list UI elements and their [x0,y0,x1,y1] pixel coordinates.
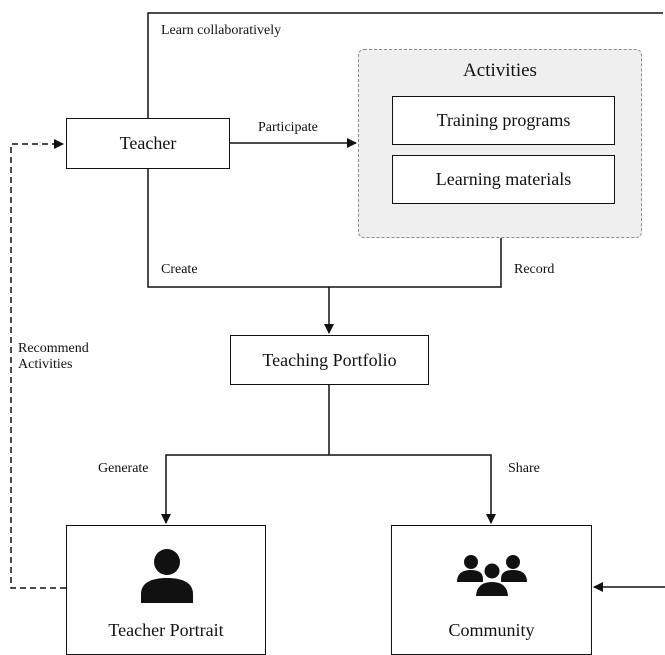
label-generate: Generate [98,461,149,476]
community-label: Community [448,620,535,640]
teaching-portfolio-node: Teaching Portfolio [230,335,429,385]
teacher-label: Teacher [119,133,177,153]
label-participate: Participate [258,120,318,135]
activities-title: Activities [463,60,537,81]
label-recommend-activities: Recommend Activities [18,341,89,373]
label-learn-collaboratively: Learn collaboratively [161,23,282,38]
user-icon [141,549,193,603]
create-line [147,169,502,288]
learning-materials-label: Learning materials [435,169,572,189]
learn-collaboratively-line [147,12,663,118]
label-record: Record [514,262,555,277]
training-programs-label: Training programs [436,110,571,130]
learning-materials-node: Learning materials [392,155,615,204]
teacher-portrait-label: Teacher Portrait [108,620,224,640]
label-recommend-line-2: Activities [18,357,73,373]
share-arrow [329,454,496,524]
label-share: Share [508,461,540,476]
users-group-icon [457,555,527,598]
teaching-portfolio-label: Teaching Portfolio [262,349,397,370]
label-create: Create [161,262,198,277]
training-programs-node: Training programs [392,96,615,145]
label-recommend-line-1: Recommend [18,341,89,356]
teacher-node: Teacher [66,118,230,169]
recommend-dashed-arrow [10,139,66,589]
teacher-portrait-node: Teacher Portrait [66,525,266,655]
community-node: Community [391,525,592,655]
generate-arrow [161,454,329,524]
